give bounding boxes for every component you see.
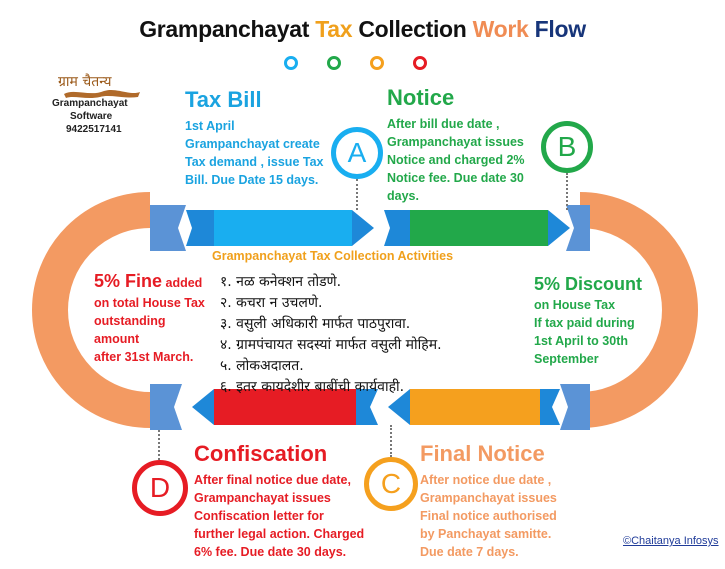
page-title: Grampanchayat Tax Collection Work Flow bbox=[0, 16, 725, 43]
fine-head: 5% Fine bbox=[94, 271, 163, 291]
fine-heading: 5% Fine added bbox=[94, 270, 214, 294]
step-b-line: Grampanchayat issues bbox=[387, 135, 524, 149]
activities-title: Grampanchayat Tax Collection Activities bbox=[212, 249, 454, 263]
step-d-connector bbox=[158, 430, 160, 460]
step-d-description: After final notice due date, Grampanchay… bbox=[194, 471, 364, 561]
fine-line: amount bbox=[94, 332, 140, 346]
logo-map-icon bbox=[64, 89, 140, 98]
bottom-arrow-orange-head bbox=[388, 389, 410, 425]
activity-item: २. कचरा न उचलणे. bbox=[220, 295, 323, 311]
step-a-line: 1st April bbox=[185, 119, 235, 133]
step-b-line: After bill due date , bbox=[387, 117, 500, 131]
step-c-description: After notice due date , Grampanchayat is… bbox=[420, 471, 557, 561]
blue-dot bbox=[284, 56, 298, 70]
bottom-bar-orange bbox=[410, 389, 540, 425]
step-c-line: by Panchayat samitte. bbox=[420, 527, 552, 541]
top-arrow-green-head bbox=[548, 210, 570, 246]
right-loop-arc bbox=[579, 192, 698, 428]
activity-item: १. नळ कनेक्शन तोडणे. bbox=[220, 274, 342, 290]
bottom-arrow-orange-tail bbox=[536, 389, 560, 425]
step-d-line: Confiscation letter for bbox=[194, 509, 324, 523]
activity-item: ४. ग्रामपंचायत सदस्यां मार्फत वसुली मोहि… bbox=[220, 337, 442, 353]
step-c-line: After notice due date , bbox=[420, 473, 552, 487]
bottom-chevron-left bbox=[150, 384, 182, 430]
step-b-connector bbox=[566, 173, 568, 210]
top-chevron-right bbox=[566, 205, 590, 251]
step-a-title: Tax Bill bbox=[185, 87, 262, 112]
title-part: Grampanchayat bbox=[139, 16, 316, 42]
top-arrow-green-tail bbox=[384, 210, 414, 246]
fine-line: on total House Tax bbox=[94, 296, 205, 310]
step-b-line: Notice and charged 2% bbox=[387, 153, 525, 167]
red-dot bbox=[413, 56, 427, 70]
discount-line: If tax paid during bbox=[534, 316, 635, 330]
step-c-line: Due date 7 days. bbox=[420, 545, 519, 559]
step-c-line: Final notice authorised bbox=[420, 509, 557, 523]
fine-line: after 31st March. bbox=[94, 350, 194, 364]
top-bar-green bbox=[410, 210, 548, 246]
step-b-description: After bill due date , Grampanchayat issu… bbox=[387, 115, 525, 205]
step-d-circle: D bbox=[132, 460, 188, 516]
step-a-line: Bill. Due Date 15 days. bbox=[185, 173, 319, 187]
step-d-line: 6% fee. Due date 30 days. bbox=[194, 545, 347, 559]
step-a-line: Grampanchayat create bbox=[185, 137, 320, 151]
top-bar-blue bbox=[214, 210, 352, 246]
discount-line: 1st April to 30th bbox=[534, 334, 628, 348]
copyright-link[interactable]: ©Chaitanya Infosys bbox=[623, 535, 719, 547]
step-a-description: 1st April Grampanchayat create Tax deman… bbox=[185, 117, 323, 189]
logo-script: ग्राम चैतन्य bbox=[58, 74, 112, 90]
bottom-arrow-red-head bbox=[192, 389, 214, 425]
discount-line: September bbox=[534, 352, 599, 366]
title-part-flow: Flow bbox=[528, 16, 587, 42]
step-c-title: Final Notice bbox=[420, 441, 545, 466]
activities-list: १. नळ कनेक्शन तोडणे. २. कचरा न उचलणे. ३.… bbox=[220, 272, 442, 398]
step-a-circle: A bbox=[331, 127, 383, 179]
step-d-line: further legal action. Charged bbox=[194, 527, 365, 541]
step-d-line: After final notice due date, bbox=[194, 473, 351, 487]
step-c-connector bbox=[390, 425, 392, 457]
step-b-line: days. bbox=[387, 189, 419, 203]
title-part-tax: Tax bbox=[315, 16, 353, 42]
left-loop-arc bbox=[32, 192, 151, 428]
fine-head-tail: added bbox=[162, 276, 203, 290]
step-d-line: Grampanchayat issues bbox=[194, 491, 331, 505]
top-chevron-left bbox=[150, 205, 186, 251]
step-c-line: Grampanchayat issues bbox=[420, 491, 557, 505]
step-a-line: Tax demand , issue Tax bbox=[185, 155, 324, 169]
discount-block: 5% Discount on House Tax If tax paid dur… bbox=[534, 272, 654, 368]
step-a-connector bbox=[356, 179, 358, 210]
step-b-title: Notice bbox=[387, 85, 455, 110]
activity-item: ६. इतर कायदेशीर बाबींची कार्यवाही. bbox=[220, 379, 405, 395]
discount-heading: 5% Discount bbox=[534, 274, 643, 294]
title-part: Collection bbox=[352, 16, 473, 42]
top-arrow-blue-tail bbox=[186, 210, 218, 246]
logo-sub: Software bbox=[70, 111, 113, 122]
discount-line: on House Tax bbox=[534, 298, 616, 312]
title-part-work: Work bbox=[472, 16, 529, 42]
orange-dot bbox=[370, 56, 384, 70]
activity-item: ५. लोकअदालत. bbox=[220, 358, 304, 374]
fine-block: 5% Fine added on total House Tax outstan… bbox=[94, 270, 214, 366]
step-b-line: Notice fee. Due date 30 bbox=[387, 171, 524, 185]
step-c-circle: C bbox=[364, 457, 418, 511]
fine-line: outstanding bbox=[94, 314, 166, 328]
bottom-arrow-red-tail bbox=[352, 389, 378, 425]
logo-name: Grampanchayat bbox=[52, 98, 128, 109]
bottom-bar-red bbox=[214, 389, 356, 425]
top-arrow-blue-head bbox=[352, 210, 374, 246]
logo-phone: 9422517141 bbox=[66, 124, 122, 135]
activity-item: ३. वसुली अधिकारी मार्फत पाठपुरावा. bbox=[220, 316, 411, 332]
step-b-circle: B bbox=[541, 121, 593, 173]
green-dot bbox=[327, 56, 341, 70]
step-d-title: Confiscation bbox=[194, 441, 328, 466]
bottom-chevron-right bbox=[560, 384, 590, 430]
